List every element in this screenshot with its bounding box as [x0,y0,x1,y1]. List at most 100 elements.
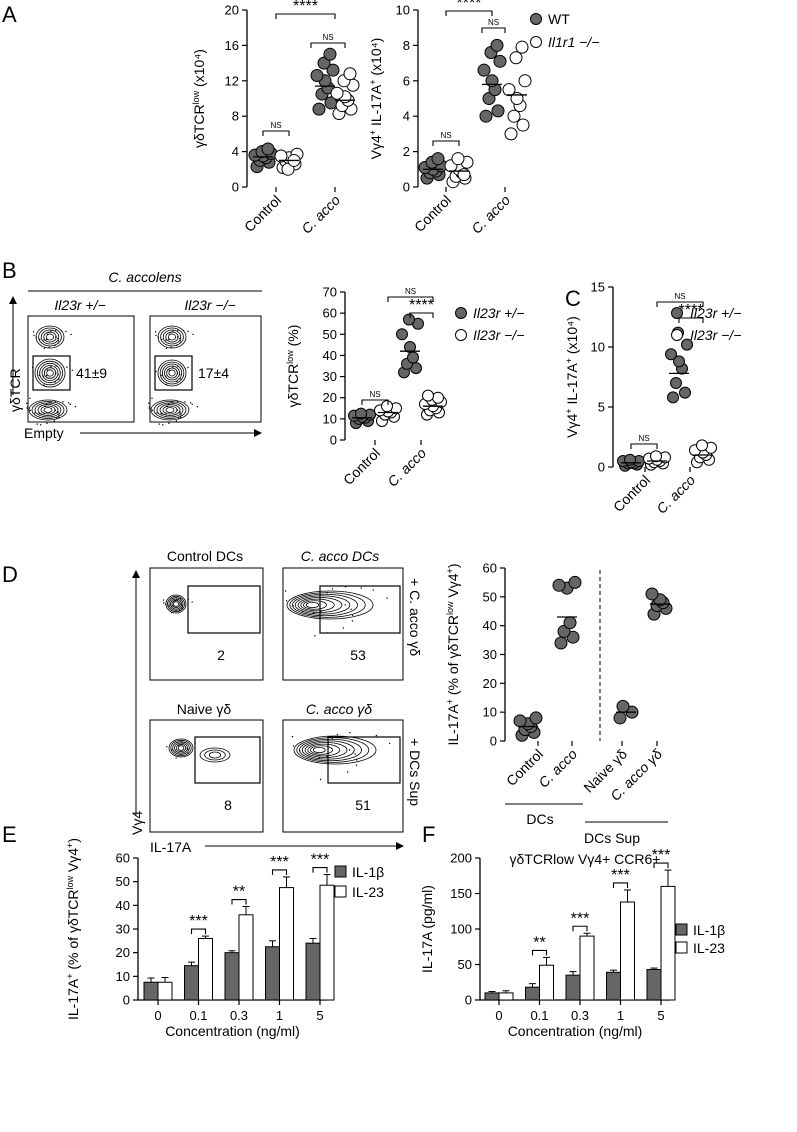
flow-dot [180,414,182,416]
flow-dot [168,333,171,335]
chart-f-ytick-label: 0 [465,993,472,1008]
chart-f-bar [539,964,554,1001]
flow-contour [39,362,61,384]
flow-dot [325,755,328,758]
legend-f-label-il1b: IL-1β [693,922,725,938]
flow-dot [372,589,374,591]
chart-b-right-s4-bracket [409,312,434,318]
panel-label-f: F [422,822,435,847]
flow-dot [171,612,173,614]
chart-f-bar [606,971,621,1001]
chart-a-left-xtick-label: Control [241,192,284,235]
panel-label-a: A [2,2,17,27]
flow-dot [38,374,40,377]
flow-dot [348,749,351,751]
flow-dot [54,409,56,412]
flow-dot [55,372,57,374]
flow-dot [69,403,71,406]
flow-dot [331,737,333,740]
flow-b-gate-1 [32,355,71,391]
flow-contour [300,598,335,612]
flow-d-title-1: Control DCs [167,548,243,564]
flow-contour [199,747,231,763]
legend-f: IL-1β IL-23 [675,922,725,956]
flow-dot [182,330,185,332]
chart-f-ylabel: IL-17A (pg/ml) [419,885,435,973]
flow-contour [31,401,65,419]
chart-a-right-point [515,40,529,54]
chart-a-left-point [281,162,295,176]
chart-e-bar [279,887,294,1001]
chart-b-right-point [407,351,419,364]
chart-c-ytick-label: 10 [591,340,605,355]
flow-dot [163,602,165,604]
flow-dot [179,609,181,612]
chart-d-right-point [552,578,566,592]
chart-d-right-point [616,699,630,713]
chart-f-title: γδTCRlow Vγ4+ CCR6+ [510,851,661,867]
legend-a: WT Il1r1 −/− [530,11,599,50]
flow-dot [172,401,174,404]
flow-contour [159,404,181,416]
flow-dot [174,599,176,602]
flow-dot [176,380,178,383]
flow-dot [360,587,362,589]
chart-b-right-xtick-label: Control [340,445,383,488]
chart-a-right-point [477,63,491,77]
chart-c-ytick-label: 15 [591,280,605,295]
flow-dot [319,778,322,781]
flow-d-side-2: + DCs Sup [407,738,423,806]
chart-f-ytick-label: 200 [450,851,472,866]
chart-a-right-s4-bracket [445,10,493,16]
chart-d-right-point [645,587,659,601]
chart-b-right-point [381,400,393,413]
flow-contour [204,749,226,761]
chart-a-left-s4-bracket [275,13,336,19]
chart-c-s4-bracket [678,317,704,323]
flow-dot [180,416,182,419]
flow-dot [39,338,41,340]
chart-f-xtick-label: 1 [617,1008,624,1023]
flow-dot [57,340,60,342]
flow-contour [312,746,326,754]
flow-dot [58,378,60,380]
flow-dot [181,606,184,608]
flow-contour [43,407,53,413]
chart-a-right-point [431,152,445,166]
chart-a-right-ns1-bracket [432,140,460,146]
flow-d: Control DCs C. acco DCs Naive γδ C. acco… [129,548,423,855]
flow-contour [172,741,190,755]
chart-d-right-ytick-label: 50 [483,589,497,604]
flow-dot [53,420,56,422]
panel-label-b: B [2,258,17,283]
chart-b-right-ytick-label: 40 [323,348,337,363]
flow-dot [355,764,358,766]
chart-a-right-point [509,51,523,65]
flow-dot [167,403,170,405]
flow-dot [48,346,50,349]
chart-d-right-point [566,630,580,644]
flow-d-plot-3 [149,719,264,833]
flow-dot [56,417,58,420]
flow-dot [301,610,304,612]
chart-e-ytick-label: 60 [116,851,130,866]
flow-dot [284,590,287,592]
flow-dot [292,745,295,747]
flow-dot [187,752,190,754]
chart-e-ylabel: IL-17A+ (% of γδTCRlow Vγ4+) [65,838,81,1020]
chart-f-sig-bracket [612,882,629,888]
chart-e-xtick-label: 0 [154,1008,161,1023]
chart-e-bar [143,981,159,1001]
flow-dot [176,372,179,374]
flow-dot [174,749,177,752]
chart-c-point [650,450,662,463]
chart-a-left-point [317,56,331,70]
flow-dot [55,365,57,367]
flow-contour [165,407,175,413]
flow-dot [168,369,171,371]
chart-b-right-point [404,340,416,353]
chart-a-right-ns1-label: NS [440,131,451,140]
flow-dot [54,344,56,347]
flow-dot [175,757,177,759]
